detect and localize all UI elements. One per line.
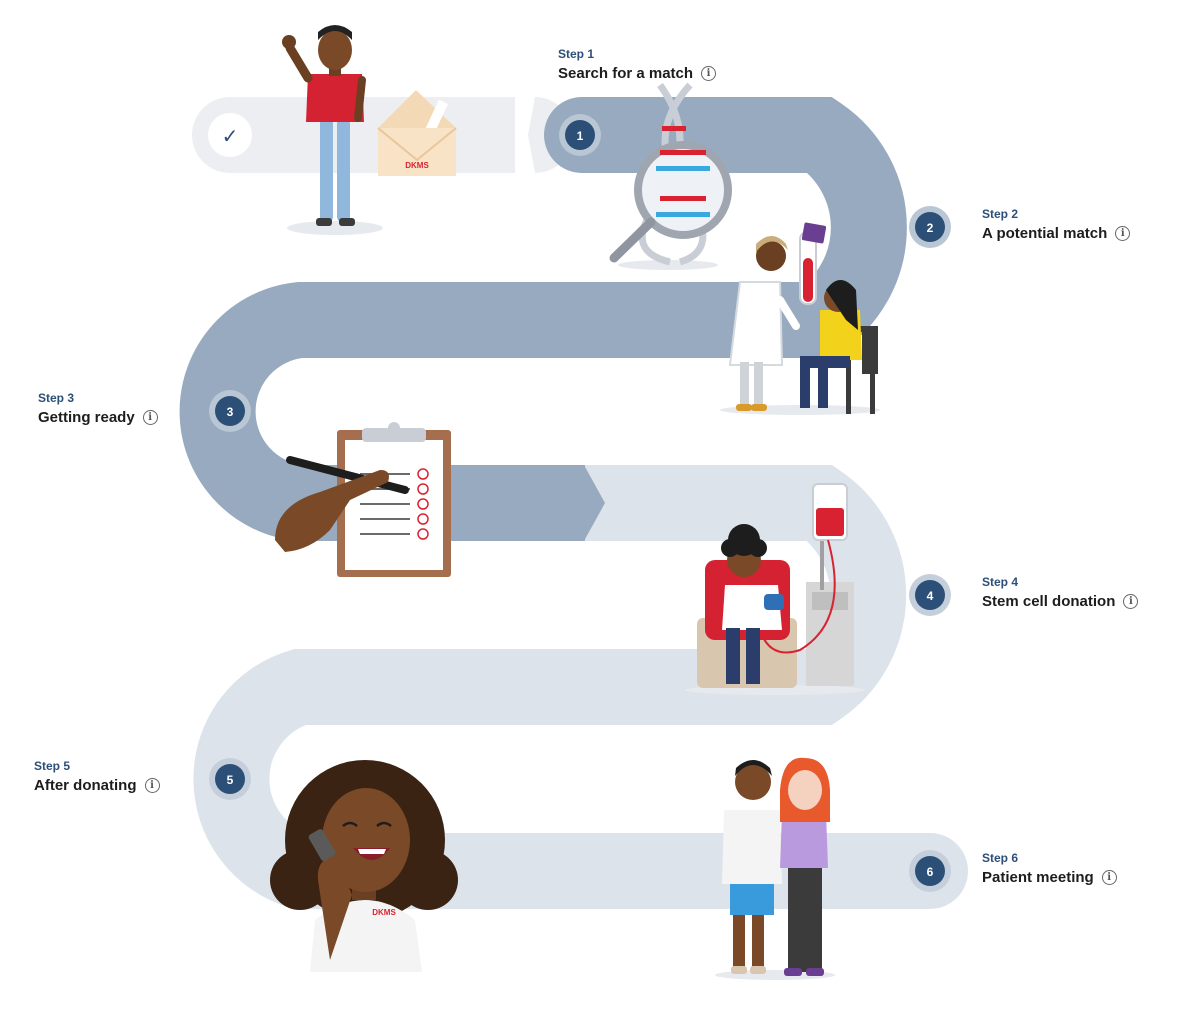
doctor-patient-illustration: [720, 222, 880, 415]
shirt-brand-logo: DKMS: [372, 908, 396, 917]
info-icon[interactable]: i: [144, 778, 160, 793]
step-title: After donating: [34, 777, 137, 794]
step-node-4[interactable]: 4: [909, 574, 951, 616]
step-kicker: Step 5: [34, 759, 71, 773]
step-node-number: 5: [227, 773, 234, 787]
step-label-6: Step 6 Patient meeting i: [982, 851, 1117, 886]
step-node-5[interactable]: 5: [209, 758, 251, 800]
info-icon[interactable]: i: [1123, 594, 1139, 609]
waving-man-illustration: [282, 25, 383, 235]
donation-chair-illustration: [685, 483, 865, 695]
step-kicker: Step 4: [982, 575, 1019, 589]
check-icon: ✓: [222, 124, 239, 148]
step-node-number: 3: [227, 405, 234, 419]
step-kicker: Step 6: [982, 851, 1019, 865]
envelope-illustration: DKMS: [377, 90, 457, 176]
step-node-number: 6: [927, 865, 934, 879]
info-icon[interactable]: i: [142, 410, 158, 425]
info-icon[interactable]: i: [1101, 870, 1117, 885]
woman-on-phone-illustration: DKMS: [270, 760, 458, 972]
info-icon[interactable]: i: [701, 66, 717, 81]
step-label-1: Step 1 Search for a match i: [558, 47, 717, 82]
step-label-4: Step 4 Stem cell donation i: [982, 575, 1139, 610]
step-node-2[interactable]: 2: [909, 206, 951, 248]
step-node-number: 2: [927, 221, 934, 235]
step-node-6[interactable]: 6: [909, 850, 951, 892]
step-kicker: Step 1: [558, 47, 595, 61]
dna-magnifier-illustration: [609, 82, 732, 270]
couple-illustration: [715, 757, 835, 980]
step-label-5: Step 5 After donating i: [34, 759, 160, 794]
step-label-2: Step 2 A potential match i: [982, 207, 1131, 242]
step-node-3[interactable]: 3: [209, 390, 251, 432]
step-title: Patient meeting: [982, 869, 1094, 886]
clipboard-illustration: [275, 422, 451, 577]
step-kicker: Step 2: [982, 207, 1019, 221]
step-title: Getting ready: [38, 409, 135, 426]
step-node-number: 4: [927, 589, 934, 603]
step-node-number: 1: [577, 129, 584, 143]
step-title: Search for a match: [558, 65, 694, 82]
step-kicker: Step 3: [38, 391, 75, 405]
step-title: Stem cell donation: [982, 593, 1116, 610]
step-node-1[interactable]: 1: [559, 114, 601, 156]
envelope-brand-logo: DKMS: [405, 161, 429, 170]
info-icon[interactable]: i: [1115, 226, 1131, 241]
step-label-3: Step 3 Getting ready i: [38, 391, 158, 426]
completed-marker: ✓: [208, 113, 252, 157]
step-title: A potential match: [982, 225, 1108, 242]
